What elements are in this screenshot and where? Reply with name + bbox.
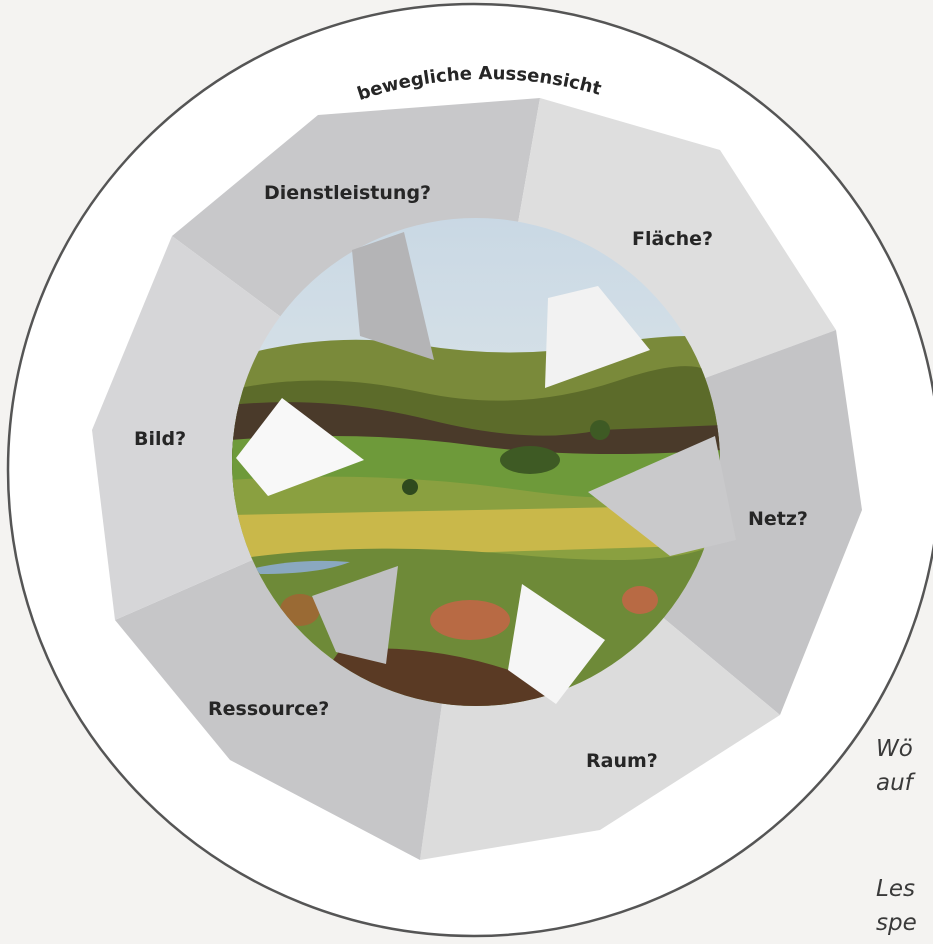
arrow-bild bbox=[236, 398, 364, 496]
side-text-line-4: spe bbox=[876, 910, 917, 936]
side-text-line-1: Wö bbox=[876, 736, 913, 762]
side-text-line-3: Les bbox=[876, 876, 915, 902]
label-dienstleistung: Dienstleistung? bbox=[264, 182, 431, 204]
arrow-netz bbox=[588, 436, 736, 556]
label-netz: Netz? bbox=[748, 508, 808, 530]
arrow-flaeche bbox=[545, 286, 650, 388]
side-text-line-2: auf bbox=[876, 770, 913, 796]
arrow-ressource bbox=[312, 566, 398, 664]
label-raum: Raum? bbox=[586, 750, 658, 772]
label-ressource: Ressource? bbox=[208, 698, 329, 720]
label-flaeche: Fläche? bbox=[632, 228, 713, 250]
arrow-dienstleistung bbox=[352, 232, 434, 360]
arrow-raum bbox=[508, 584, 605, 704]
label-bild: Bild? bbox=[134, 428, 186, 450]
arrow-group bbox=[236, 232, 736, 704]
